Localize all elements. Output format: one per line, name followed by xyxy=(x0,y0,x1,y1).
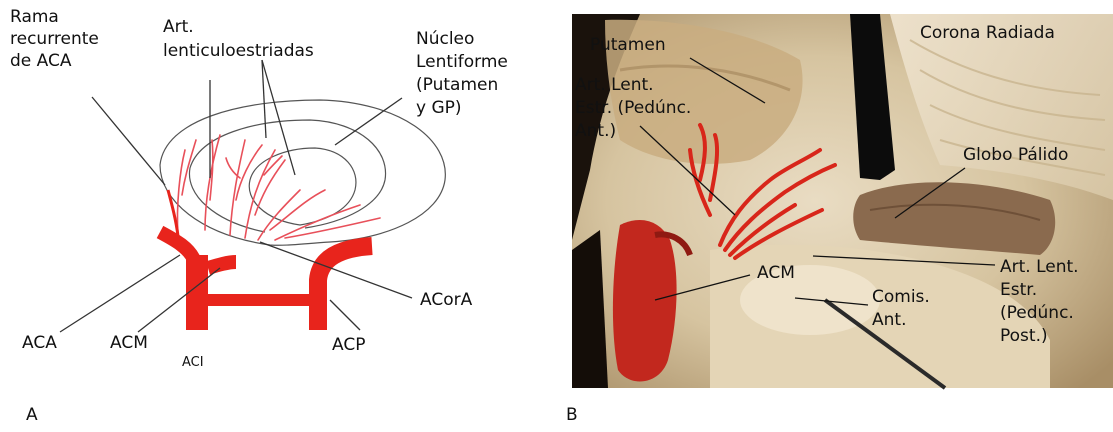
label-art-post-2: Estr. xyxy=(1000,280,1037,300)
label-acm-b: ACM xyxy=(757,263,795,283)
label-acm: ACM xyxy=(110,333,148,353)
main-arteries xyxy=(160,232,372,330)
label-comis-2: Ant. xyxy=(872,310,906,330)
panel-letter-b: B xyxy=(566,405,578,425)
leader-lines-a xyxy=(60,60,412,332)
label-acora: ACorA xyxy=(420,290,473,310)
recurrent-branch xyxy=(168,190,178,236)
label-corona-radiada: Corona Radiada xyxy=(920,23,1055,43)
label-art-post-1: Art. Lent. xyxy=(1000,257,1079,277)
panel-b-dissection: Putamen Corona Radiada Art. Lent. Estr. … xyxy=(560,0,1113,428)
label-rama-1: Rama xyxy=(10,7,59,27)
panel-letter-a: A xyxy=(26,405,38,425)
label-art-post-3: (Pedúnc. xyxy=(1000,303,1074,323)
label-art-ant-3: Ant.) xyxy=(575,121,616,141)
label-art-2: lenticuloestriadas xyxy=(163,41,314,61)
dissection-photo: Putamen Corona Radiada Art. Lent. Estr. … xyxy=(560,0,1113,428)
label-putamen: Putamen xyxy=(590,35,666,55)
label-nucleo-2: Lentiforme xyxy=(416,52,508,72)
label-comis-1: Comis. xyxy=(872,287,930,307)
label-art-1: Art. xyxy=(163,17,194,37)
label-rama-3: de ACA xyxy=(10,51,72,71)
label-aci: ACI xyxy=(182,355,204,370)
label-art-post-4: Post.) xyxy=(1000,326,1048,346)
lentiform-outline xyxy=(160,100,445,245)
lenticulostriate-branches xyxy=(177,135,380,240)
label-art-ant-2: Estr. (Pedúnc. xyxy=(575,98,691,118)
panel-a-schematic: Rama recurrente de ACA Art. lenticuloest… xyxy=(0,0,560,428)
mca-stump xyxy=(613,220,677,381)
label-nucleo-3: (Putamen xyxy=(416,75,498,95)
labels-a: Rama recurrente de ACA Art. lenticuloest… xyxy=(10,7,508,425)
label-aca: ACA xyxy=(22,333,57,353)
label-globo-palido: Globo Pálido xyxy=(963,145,1068,165)
label-rama-2: recurrente xyxy=(10,29,99,49)
label-acp: ACP xyxy=(332,335,365,355)
label-nucleo-1: Núcleo xyxy=(416,29,474,49)
label-art-ant-1: Art. Lent. xyxy=(575,75,654,95)
schematic-figure: Rama recurrente de ACA Art. lenticuloest… xyxy=(0,0,560,428)
label-nucleo-4: y GP) xyxy=(416,98,462,118)
